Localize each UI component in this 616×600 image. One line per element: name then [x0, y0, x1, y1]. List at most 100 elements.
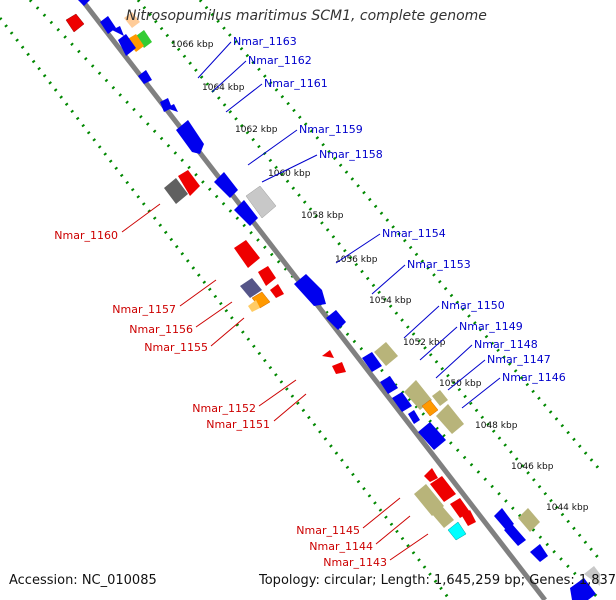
forward-gene-label[interactable]: Nmar_1158 — [319, 148, 383, 161]
gene-nmar-1153-arrow[interactable] — [326, 310, 346, 330]
forward-gene-label[interactable]: Nmar_1149 — [459, 320, 523, 333]
forward-gene-leader-line — [247, 129, 298, 166]
gene-arrow[interactable] — [570, 578, 596, 600]
forward-gene-leader-line — [225, 83, 263, 113]
forward-gene-label[interactable]: Nmar_1161 — [264, 77, 328, 90]
kbp-tick-label: 1044 kbp — [546, 503, 589, 513]
gene-arrow[interactable] — [530, 544, 548, 562]
reverse-gene-leader-line — [210, 317, 245, 347]
gene-nmar-1154-arrow[interactable] — [294, 274, 326, 306]
gene-nmar-1158-arrow[interactable] — [214, 172, 238, 198]
gene-arrow[interactable] — [362, 352, 382, 372]
gene-arrow[interactable] — [494, 508, 514, 530]
map-title: Nitrosopumilus maritimus SCM1, complete … — [126, 8, 487, 24]
kbp-tick-label: 1060 kbp — [268, 169, 311, 179]
gene-arrow[interactable] — [100, 16, 116, 34]
reverse-gene-label[interactable]: Nmar_1144 — [309, 540, 373, 553]
reverse-gene-label[interactable]: Nmar_1156 — [129, 323, 193, 336]
gene-nmar-1157-arrow[interactable] — [240, 278, 262, 298]
reverse-gene-label[interactable]: Nmar_1152 — [192, 402, 256, 415]
reverse-guide-dotted-line — [0, 17, 452, 600]
reverse-gene-label[interactable]: Nmar_1151 — [206, 418, 270, 431]
gene-nmar-1160-arrow[interactable] — [164, 178, 188, 204]
gene-nmar-1146-arrow[interactable] — [436, 404, 464, 434]
reverse-gene-label[interactable]: Nmar_1157 — [112, 303, 176, 316]
forward-gene-label[interactable]: Nmar_1148 — [474, 338, 538, 351]
gene-arrow[interactable] — [430, 476, 456, 502]
gene-nmar-1161-arrow[interactable] — [138, 70, 152, 84]
gene-arrow[interactable] — [245, 185, 277, 219]
reverse-gene-label[interactable]: Nmar_1143 — [323, 556, 387, 569]
gene-arrow[interactable] — [78, 0, 90, 6]
gene-arrow[interactable] — [270, 284, 284, 298]
reverse-gene-label[interactable]: Nmar_1145 — [296, 524, 360, 537]
forward-gene-leader-line — [261, 154, 318, 183]
forward-gene-leader-line — [371, 264, 406, 295]
gene-nmar-1148-arrow[interactable] — [421, 399, 439, 417]
gene-arrow[interactable] — [392, 392, 412, 412]
reverse-gene-leader-line — [362, 497, 401, 529]
reverse-gene-label[interactable]: Nmar_1160 — [54, 229, 118, 242]
reverse-gene-leader-line — [195, 301, 233, 328]
forward-gene-leader-line — [461, 377, 501, 409]
forward-gene-label[interactable]: Nmar_1154 — [382, 227, 446, 240]
gene-nmar-1144-arrow[interactable] — [432, 506, 454, 528]
kbp-tick-label: 1064 kbp — [202, 83, 245, 93]
forward-gene-leader-line — [403, 305, 440, 339]
reverse-gene-leader-line — [375, 515, 411, 545]
forward-gene-leader-line — [447, 359, 486, 391]
reverse-gene-label[interactable]: Nmar_1155 — [144, 341, 208, 354]
forward-guide-dotted-line — [136, 0, 602, 561]
gene-arrow[interactable] — [380, 376, 398, 394]
forward-strand-genes — [78, 0, 600, 600]
gene-arrow[interactable] — [166, 104, 178, 112]
gene-arrow[interactable] — [234, 200, 258, 226]
gene-arrow[interactable] — [322, 350, 334, 358]
forward-gene-label[interactable]: Nmar_1159 — [299, 123, 363, 136]
gene-nmar-1159-arrow[interactable] — [176, 120, 204, 154]
forward-gene-label[interactable]: Nmar_1147 — [487, 353, 551, 366]
gene-arrow[interactable] — [424, 468, 438, 482]
gene-arrow[interactable] — [258, 266, 276, 286]
gene-arrow[interactable] — [65, 13, 85, 33]
gene-nmar-1147-arrow[interactable] — [432, 390, 448, 406]
kbp-tick-label: 1052 kbp — [403, 338, 446, 348]
outer-guide-dotted-line — [198, 0, 602, 471]
forward-gene-label[interactable]: Nmar_1163 — [233, 35, 297, 48]
reverse-strand-genes — [65, 13, 476, 541]
gene-arrow[interactable] — [462, 510, 476, 526]
gene-arrow[interactable] — [332, 362, 346, 374]
gene-arrow[interactable] — [418, 422, 446, 450]
gene-arrow[interactable] — [118, 34, 136, 56]
forward-gene-label[interactable]: Nmar_1146 — [502, 371, 566, 384]
gene-arrow[interactable] — [504, 524, 526, 546]
gene-nmar-1162-arrow[interactable] — [136, 30, 152, 48]
forward-gene-label[interactable]: Nmar_1153 — [407, 258, 471, 271]
accession-text: Accession: NC_010085 — [9, 573, 157, 588]
gene-nmar-1149-arrow[interactable] — [404, 380, 432, 410]
gene-nmar-1150-arrow[interactable] — [374, 342, 398, 366]
gene-nmar-1155-arrow[interactable] — [248, 300, 260, 312]
gene-arrow[interactable] — [584, 566, 600, 586]
kbp-tick-label: 1048 kbp — [475, 421, 518, 431]
gene-arrow[interactable] — [178, 170, 200, 196]
reverse-gene-leader-line — [273, 393, 307, 422]
reverse-gene-leader-line — [179, 279, 217, 307]
gene-arrow[interactable] — [450, 498, 470, 518]
forward-gene-label[interactable]: Nmar_1150 — [441, 299, 505, 312]
gene-nmar-1143-arrow[interactable] — [447, 521, 467, 541]
gene-arrow[interactable] — [408, 410, 420, 424]
gene-nmar-1163-arrow[interactable] — [124, 12, 140, 28]
forward-gene-label[interactable]: Nmar_1162 — [248, 54, 312, 67]
gene-arrow[interactable] — [126, 34, 144, 52]
gene-nmar-1145-arrow[interactable] — [414, 484, 444, 516]
kbp-tick-label: 1056 kbp — [335, 255, 378, 265]
gene-arrow[interactable] — [112, 26, 124, 36]
gene-arrow[interactable] — [518, 508, 540, 532]
kbp-tick-label: 1046 kbp — [511, 462, 554, 472]
reverse-gene-leader-line — [258, 379, 297, 407]
kbp-tick-label: 1050 kbp — [439, 379, 482, 389]
gene-arrow[interactable] — [234, 240, 260, 268]
